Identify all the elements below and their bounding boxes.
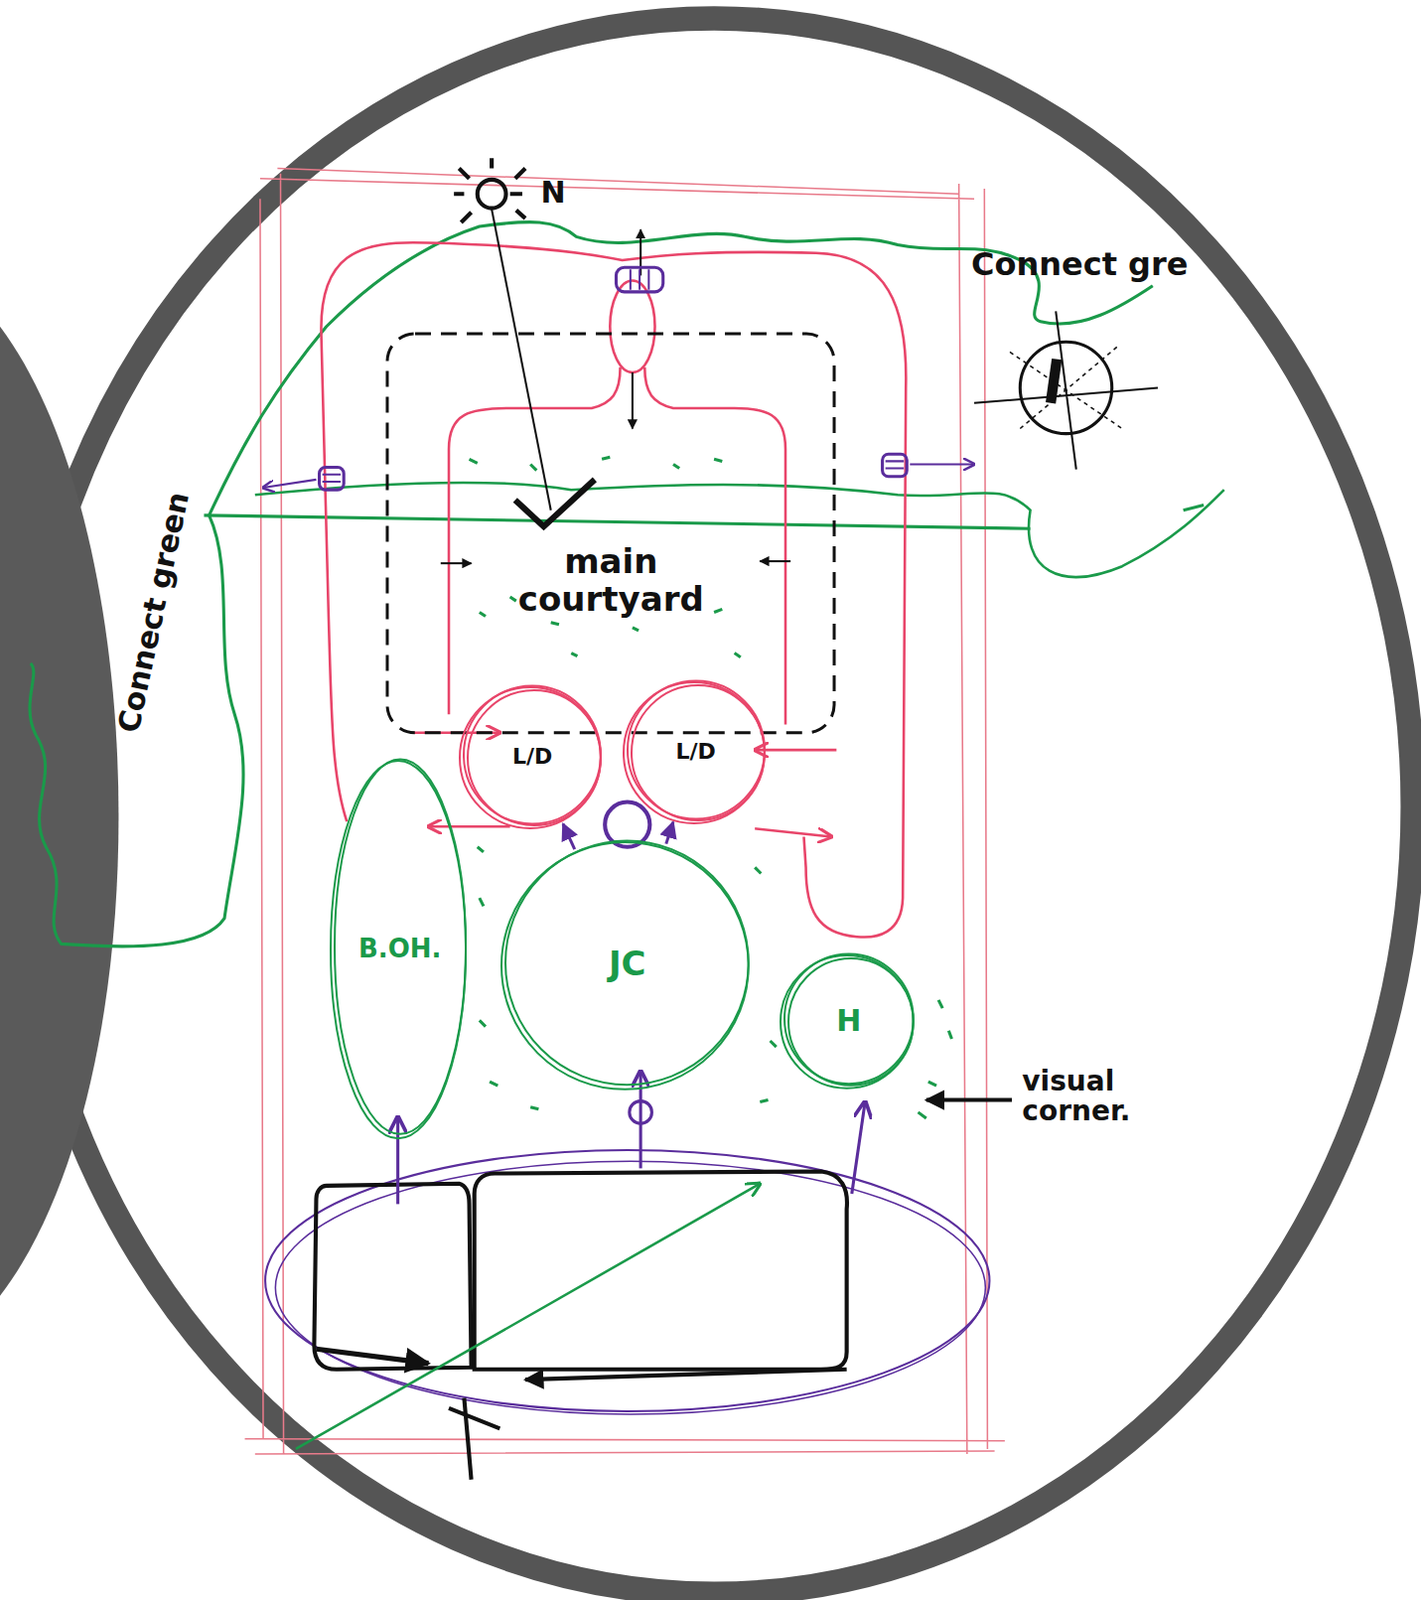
node-label: JC [608,945,647,983]
node-label: B.OH. [358,934,441,964]
space-bubble: L/D [458,683,606,831]
space-bubble: H [779,951,919,1091]
courtyard-zone: main courtyard [385,331,837,735]
node-label: main courtyard [511,543,711,618]
dashed-outline [385,331,837,735]
flow-arrow [666,822,674,845]
node-label: H [836,1003,861,1037]
space-bubble: JC [500,838,754,1092]
annotation-label: visual corner. [1021,1066,1171,1129]
node-label: L/D [675,739,715,764]
node-label: L/D [512,744,553,769]
annotation-label: Connect green [111,488,195,735]
flow-arrow [563,824,575,851]
annotation-label: Connect gre [971,247,1189,283]
space-bubble: L/D [622,678,770,826]
annotation-label: N [540,175,566,209]
space-bubble: B.OH. [329,756,471,1140]
